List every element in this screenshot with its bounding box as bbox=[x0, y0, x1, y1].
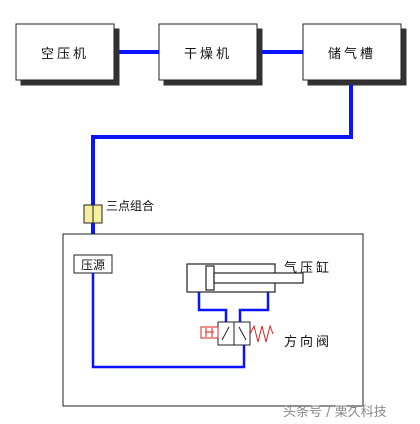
valve-symbol bbox=[200, 321, 274, 346]
source-label: 压源 bbox=[80, 257, 105, 272]
compressor-box bbox=[15, 23, 115, 81]
tank-box bbox=[302, 23, 402, 81]
cylinder-symbol bbox=[186, 263, 304, 293]
dryer-label: 干燥机 bbox=[183, 46, 232, 62]
tank-label: 储气槽 bbox=[327, 46, 376, 62]
supply-pipe bbox=[91, 273, 270, 369]
cylinder-label: 气压缸 bbox=[284, 261, 333, 276]
valve-label: 方向阀 bbox=[284, 335, 333, 350]
compressor-label: 空压机 bbox=[40, 46, 89, 62]
dryer-box bbox=[158, 23, 258, 81]
main-pipeline bbox=[91, 50, 353, 255]
watermark: 头条号 / 栗久科技 bbox=[283, 405, 387, 420]
frl-unit-label: 三点组合 bbox=[106, 199, 155, 213]
machine-panel bbox=[62, 233, 364, 407]
